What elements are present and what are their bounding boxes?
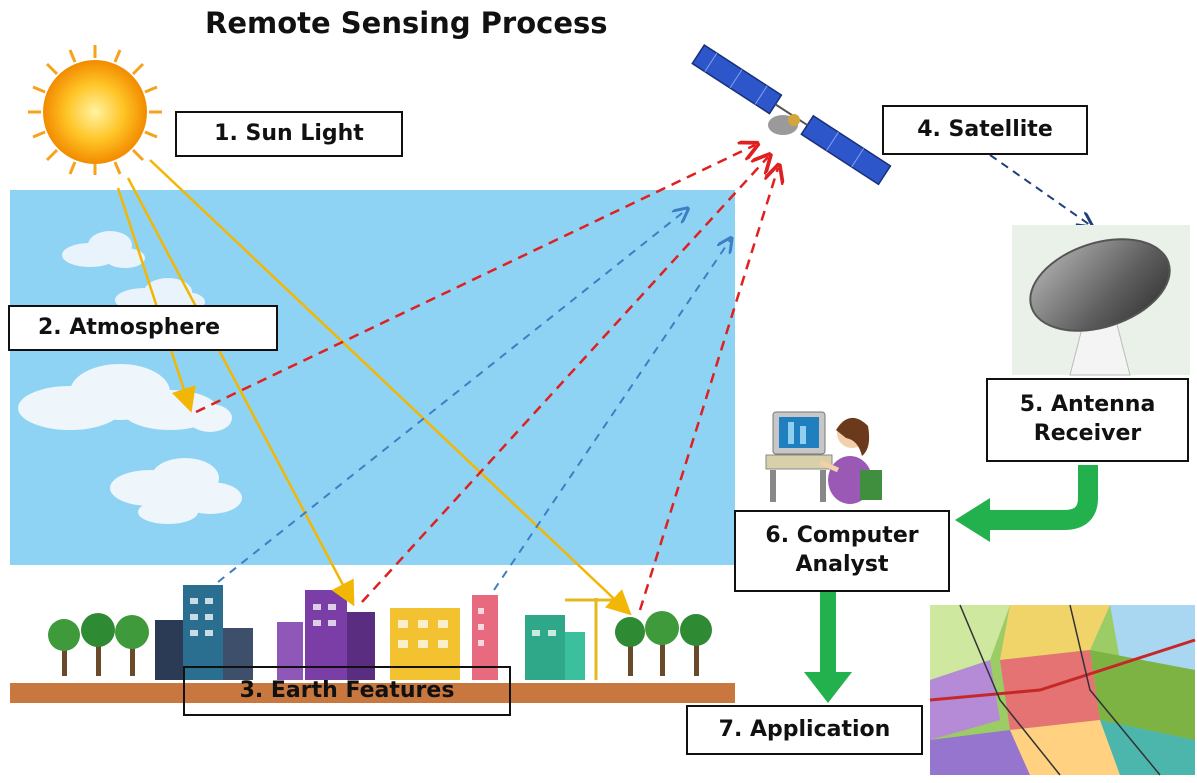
earth-features-label-text: 3. Earth Features — [239, 677, 455, 703]
diagram-title: Remote Sensing Process — [205, 6, 608, 40]
antenna-dish-icon — [1012, 225, 1190, 376]
computer-analyst-icon — [755, 408, 905, 508]
atmosphere-label-text: 2. Atmosphere — [38, 314, 221, 340]
application-label-text: 7. Application — [718, 716, 891, 742]
earth-features-label: 3. Earth Features — [183, 666, 511, 716]
satellite-label: 4. Satellite — [882, 105, 1088, 155]
cloud — [110, 458, 242, 524]
computer-label-line2: Analyst — [795, 552, 889, 577]
atmosphere-label: 2. Atmosphere — [8, 305, 278, 351]
reflected-energy-blue — [217, 210, 730, 591]
building-windows — [190, 598, 556, 648]
antenna-label-line1: 5. Antenna — [1019, 392, 1156, 418]
cloud — [62, 231, 145, 268]
satellite-icon — [691, 43, 892, 186]
sun-icon — [28, 45, 162, 175]
computer-analyst-label: 6. Computer Analyst — [734, 510, 950, 592]
ground-strip — [10, 683, 735, 703]
application-label: 7. Application — [686, 705, 923, 755]
downlink-arrow — [989, 154, 1090, 225]
antenna-receiver-label: 5. Antenna Receiver — [986, 378, 1189, 462]
reflected-energy-red — [195, 145, 778, 611]
computer-label-line1: 6. Computer — [765, 523, 919, 549]
flow-arrow-antenna-to-computer — [955, 465, 1098, 542]
sun-light-label-text: 1. Sun Light — [214, 120, 364, 146]
antenna-label-line2: Receiver — [1033, 421, 1142, 446]
sun-rays — [116, 159, 632, 616]
satellite-label-text: 4. Satellite — [917, 116, 1053, 142]
land-use-map-image — [929, 604, 1196, 776]
tree-group — [48, 611, 712, 676]
cloud — [18, 364, 232, 432]
sun-light-label: 1. Sun Light — [175, 111, 403, 157]
flow-arrow-computer-to-application — [804, 592, 852, 703]
